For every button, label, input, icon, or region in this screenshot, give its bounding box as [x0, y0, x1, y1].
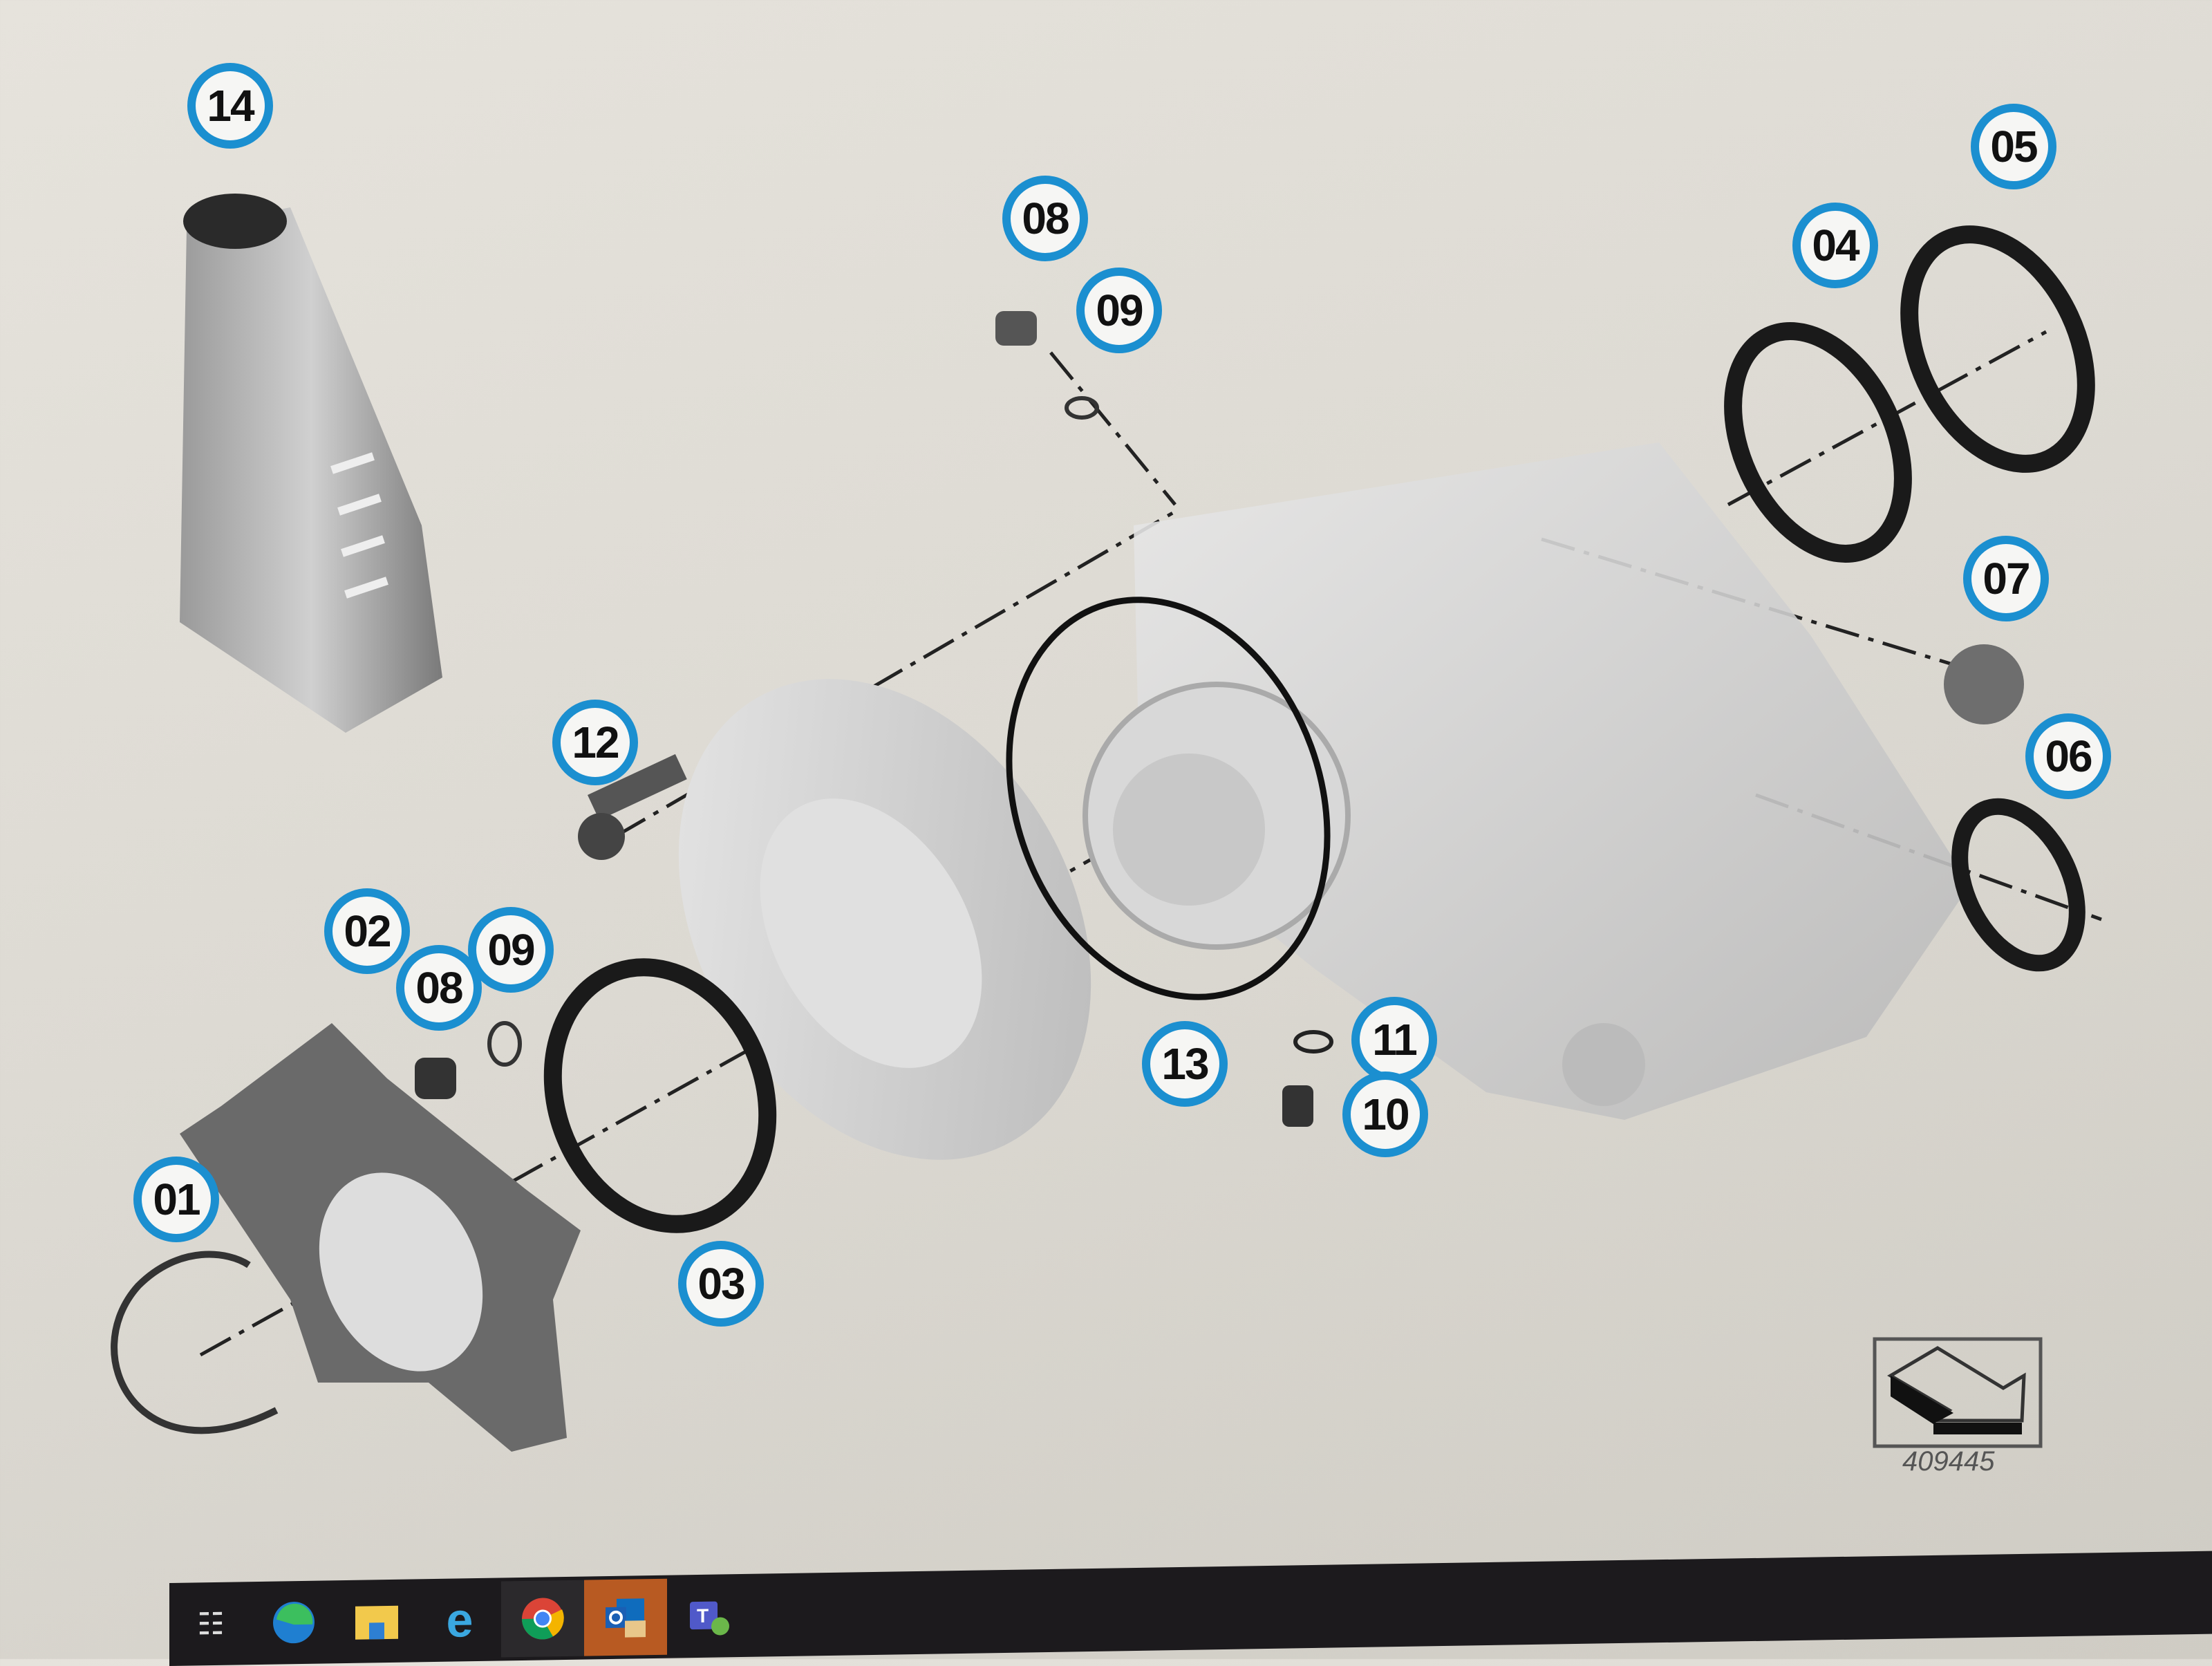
diagram-id-label: 409445 — [1902, 1446, 1995, 1477]
callout-12[interactable]: 12 — [552, 700, 638, 785]
callout-13[interactable]: 13 — [1142, 1021, 1228, 1107]
flange-part — [180, 1023, 581, 1452]
callout-08-low[interactable]: 08 — [396, 945, 482, 1031]
bolt-part — [578, 754, 687, 860]
callout-07[interactable]: 07 — [1963, 536, 2049, 621]
washer-11-part — [1293, 1030, 1333, 1054]
callout-06[interactable]: 06 — [2025, 713, 2111, 799]
taskbar: ☷ e T — [169, 1551, 2212, 1666]
o-ring-part — [1006, 597, 1331, 1000]
outlook-icon — [606, 1598, 646, 1638]
edge-button[interactable] — [252, 1584, 335, 1661]
outlook-button[interactable] — [584, 1578, 667, 1656]
callout-09-top[interactable]: 09 — [1076, 268, 1162, 353]
teams-button[interactable]: T — [667, 1578, 750, 1655]
callout-08-top[interactable]: 08 — [1002, 176, 1088, 261]
oil-bottle-part — [180, 194, 442, 733]
plug-10-part — [1282, 1085, 1313, 1127]
callout-03[interactable]: 03 — [678, 1241, 764, 1327]
task-view-icon: ☷ — [197, 1607, 225, 1641]
plug-07-part — [1944, 644, 2024, 724]
plug-08-low-part — [415, 1058, 456, 1099]
svg-text:T: T — [697, 1605, 709, 1627]
task-view-button[interactable]: ☷ — [169, 1585, 252, 1663]
seal-03-part — [543, 958, 777, 1233]
differential-housing-part — [1082, 442, 1970, 1120]
seal-05-part — [1900, 225, 2095, 473]
file-explorer-button[interactable] — [335, 1582, 418, 1660]
callout-10[interactable]: 10 — [1342, 1071, 1428, 1157]
callout-02[interactable]: 02 — [324, 888, 410, 974]
internet-explorer-button[interactable]: e — [418, 1581, 501, 1658]
washer-09-top-part — [1065, 396, 1099, 420]
chrome-icon — [522, 1598, 564, 1640]
cover-part — [678, 679, 1091, 1160]
seal-06-part — [1951, 798, 2086, 972]
ie-icon: e — [446, 1593, 474, 1647]
callout-05[interactable]: 05 — [1971, 104, 2056, 189]
callout-11[interactable]: 11 — [1351, 997, 1437, 1083]
edge-icon — [273, 1602, 315, 1644]
seal-04-part — [1724, 322, 1912, 563]
washer-09-low-part — [487, 1021, 522, 1067]
orientation-symbol-icon — [1873, 1337, 2043, 1448]
callout-14[interactable]: 14 — [187, 63, 273, 149]
chrome-button[interactable] — [501, 1580, 584, 1658]
circlip-part — [111, 1251, 279, 1434]
plug-08-top-part — [995, 311, 1037, 346]
teams-icon: T — [690, 1601, 729, 1636]
callout-04[interactable]: 04 — [1792, 203, 1878, 288]
callout-01[interactable]: 01 — [133, 1157, 219, 1242]
folder-icon — [355, 1605, 398, 1640]
